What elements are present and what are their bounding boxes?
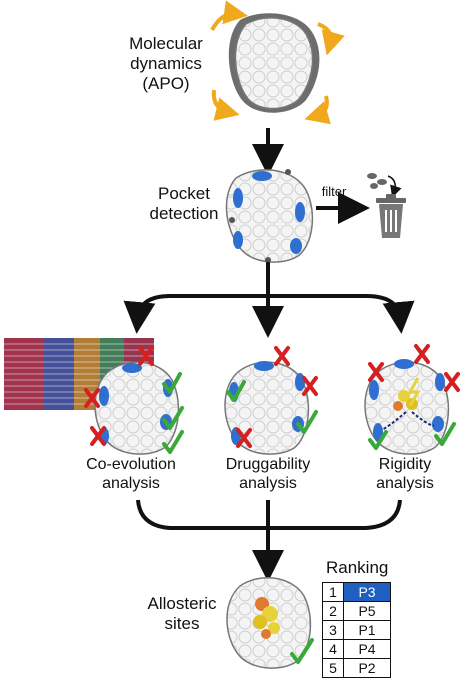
rank-pocket: P4	[343, 639, 391, 659]
rank-number: 4	[322, 639, 344, 659]
rank-pocket: P1	[343, 620, 391, 640]
rank-pocket: P2	[343, 658, 391, 678]
pocket-label-line: Pocket	[158, 184, 210, 203]
rank-number: 3	[322, 620, 344, 640]
rank-number: 2	[322, 601, 344, 621]
rigidity-label-line: Rigidity	[378, 456, 432, 473]
druggability-label: Druggability analysis	[208, 456, 328, 494]
coevolution-protein	[94, 361, 180, 455]
md-label-line: Molecular	[129, 34, 203, 53]
discarded-pockets	[367, 173, 402, 198]
rank-pocket: P5	[343, 601, 391, 621]
rank-pocket: P3	[343, 582, 391, 602]
branch-arrows	[123, 262, 415, 338]
ranking-row: 2 P5	[322, 601, 391, 621]
pocket-label-line: detection	[149, 204, 219, 224]
coevolution-label: Co-evolution analysis	[66, 456, 196, 494]
cross-icon	[84, 344, 460, 448]
coevolution-label-line: analysis	[102, 474, 160, 492]
allosteric-label-line: Allosteric	[147, 594, 217, 613]
rank-number: 5	[322, 658, 344, 678]
md-label-line: (APO)	[142, 74, 190, 94]
pocket-protein	[225, 169, 314, 263]
md-protein	[228, 13, 320, 113]
ranking-row: 1 P3	[322, 582, 391, 602]
allosteric-protein	[226, 577, 314, 669]
rank-number: 1	[322, 582, 344, 602]
druggability-protein	[224, 361, 310, 455]
allosteric-label-line: sites	[164, 614, 200, 634]
md-label-line: dynamics	[130, 54, 202, 74]
ranking-row: 5 P2	[322, 658, 391, 678]
rigidity-label-line: analysis	[376, 474, 434, 492]
rigidity-label: Rigidity analysis	[350, 456, 460, 494]
md-label: Molecular dynamics (APO)	[108, 34, 224, 94]
ranking-title: Ranking	[326, 558, 389, 577]
ranking-row: 4 P4	[322, 639, 391, 659]
pocket-label: Pocket detection	[136, 184, 232, 224]
druggability-label-line: analysis	[239, 474, 297, 492]
allosteric-label: Allosteric sites	[134, 594, 230, 634]
coevolution-label-line: Co-evolution	[86, 456, 176, 473]
ranking-row: 3 P1	[322, 620, 391, 640]
filter-text: filter	[321, 184, 347, 199]
filter-label: filter	[312, 184, 356, 199]
check-icon	[162, 372, 456, 454]
trash-icon	[376, 194, 406, 238]
md-motion-arrows	[210, 0, 345, 125]
merge-arrows	[136, 499, 402, 582]
druggability-label-line: Druggability	[225, 456, 311, 473]
ranking-table: 1 P3 2 P5 3 P1 4 P4 5 P2	[322, 582, 391, 678]
